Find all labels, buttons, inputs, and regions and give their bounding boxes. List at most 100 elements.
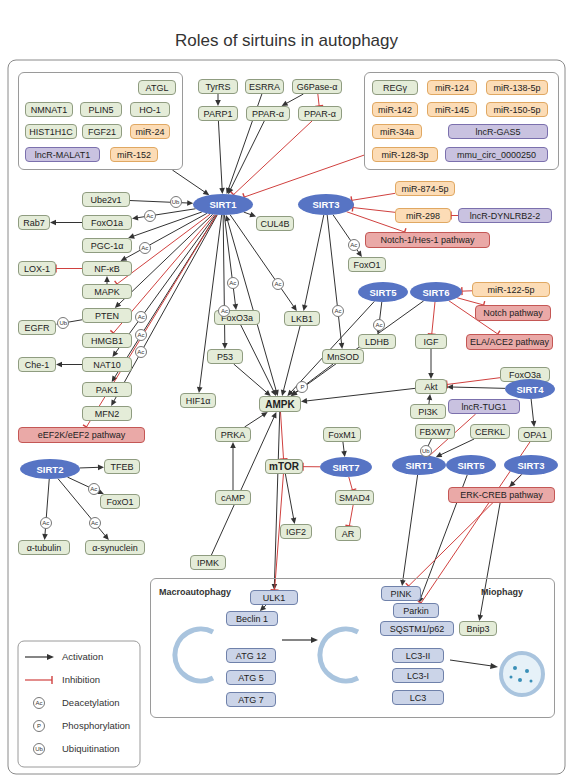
process-box: PARP1 [198, 106, 238, 121]
connector-line [431, 349, 432, 374]
connector [132, 209, 196, 221]
connector [104, 276, 110, 284]
node-label: miR-145 [435, 105, 469, 115]
modification-tag: Ac [135, 329, 147, 341]
sirtuin-ellipse: SIRT4 [505, 379, 555, 399]
connector-line [233, 121, 312, 195]
node-label: miR-34a [380, 127, 414, 137]
node-label: TyrRS [205, 82, 230, 92]
connector [509, 474, 521, 487]
process-box: ULK1 [250, 590, 298, 605]
modification-tag: Ub [57, 317, 69, 329]
connector [58, 479, 109, 540]
connector [280, 412, 288, 459]
node-label: MFN2 [95, 409, 120, 419]
node-label: lncR-DYNLRB2-2 [470, 211, 541, 221]
connector [50, 220, 82, 226]
arrow-head [230, 442, 236, 448]
node-label: NAT10 [93, 360, 120, 370]
arrow-head [301, 398, 307, 404]
node-label: CUL4B [260, 219, 289, 229]
connector [531, 399, 537, 427]
process-box: lncR-MALAT1 [25, 147, 100, 162]
legend-symbol: P [33, 720, 45, 732]
process-box: miR-124 [427, 80, 477, 95]
process-box: lncR-TUG1 [448, 399, 520, 414]
process-box: HIF1α [180, 393, 216, 408]
arrow-head [56, 362, 62, 368]
process-box: AMPK [259, 396, 301, 412]
legend-inhibit [25, 679, 52, 680]
section-heading: Miophagy [481, 587, 523, 597]
connector [341, 442, 347, 457]
connector-line [353, 208, 395, 213]
node-label: Akt [424, 382, 437, 392]
connector-line [230, 121, 264, 190]
connector [230, 442, 236, 490]
node-label: EGFR [24, 323, 49, 333]
process-box: ERK-CREB pathway [448, 487, 555, 503]
node-label: SIRT5 [458, 460, 485, 471]
connector [349, 477, 357, 491]
cargo-dot [513, 666, 517, 670]
node-label: HO-1 [139, 105, 161, 115]
process-box: miR-24 [130, 124, 170, 139]
connector [224, 215, 238, 310]
arrow-head [132, 215, 138, 221]
connector-line [480, 503, 500, 616]
node-label: miR-150-5p [493, 105, 540, 115]
connector-line [230, 215, 294, 307]
node-label: ATG 5 [238, 673, 263, 683]
modification-tag: Ac [348, 239, 360, 251]
node-label: miR-142 [378, 105, 412, 115]
process-box: miR-128-3p [372, 147, 438, 162]
process-box: FGF21 [82, 124, 122, 139]
process-box: CERKL [470, 424, 510, 439]
connector [231, 121, 312, 198]
connector-line [352, 193, 395, 200]
process-box: Akt [415, 379, 447, 394]
modification-tag: Ac [88, 483, 100, 495]
connector [243, 155, 364, 201]
group-box: ATGLNMNAT1PLIN5HO-1HIST1H1CFGF21miR-24ln… [18, 72, 183, 170]
process-box: HMGB1 [82, 333, 132, 348]
node-label: miR-124 [435, 83, 469, 93]
node-label: ELA/ACE2 pathway [470, 337, 549, 347]
process-box: miR-138-5p [486, 80, 548, 95]
node-label: PGC-1α [91, 241, 124, 251]
connector [428, 302, 436, 334]
connector [234, 364, 271, 396]
connector [245, 412, 268, 427]
process-box: α-synuclein [85, 540, 145, 555]
node-label: G6Pase-α [297, 82, 338, 92]
process-box: ESRRA [245, 79, 284, 94]
connector-line [306, 388, 415, 401]
connector [427, 394, 433, 404]
process-box: miR-145 [427, 102, 477, 117]
connector [282, 94, 304, 106]
process-box: ELA/ACE2 pathway [466, 334, 553, 350]
sirtuin-ellipse: SIRT1 [392, 455, 446, 475]
process-box: LOX-1 [18, 261, 56, 276]
modification-tag: Ac [89, 517, 101, 529]
connector-line [244, 212, 252, 215]
process-box: lncR-DYNLRB2-2 [458, 208, 552, 223]
process-box: LC3 [392, 690, 444, 705]
modification-tag: Ac [139, 242, 151, 254]
node-label: FGF21 [88, 127, 116, 137]
node-label: Che-1 [25, 360, 50, 370]
legend-arrow [25, 656, 48, 657]
legend-text: Phosphorylation [62, 720, 130, 731]
connector-line [462, 290, 472, 291]
connector-line [451, 215, 458, 216]
connector [301, 388, 415, 403]
node-label: SIRT1 [406, 460, 433, 471]
node-label: P53 [217, 352, 233, 362]
section-heading: Macroautophagy [159, 587, 231, 597]
connector [244, 212, 256, 217]
node-label: IPMK [197, 558, 219, 568]
title: Roles of sirtuins in autophagy [0, 31, 573, 51]
node-label: mTOR [269, 461, 299, 472]
node-label: SIRT7 [333, 462, 360, 473]
node-label: PPAR-α [252, 109, 284, 119]
